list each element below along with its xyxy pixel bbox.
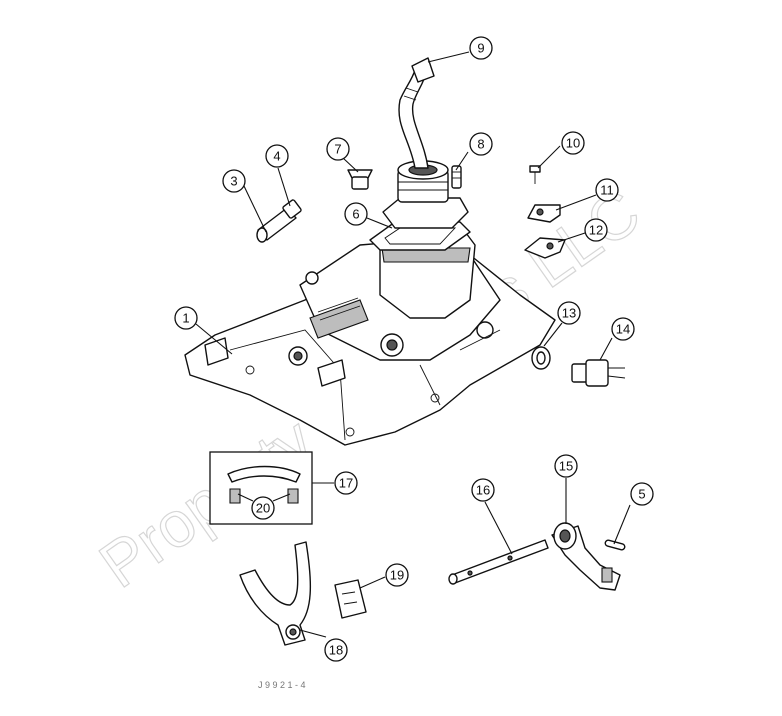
callout-9-label: 9 xyxy=(477,41,484,56)
callout-19-label: 19 xyxy=(390,568,404,583)
part-16-shift-rail xyxy=(448,539,549,585)
part-3-4-pin-assembly xyxy=(256,199,302,243)
callout-12-label: 12 xyxy=(589,223,603,238)
callout-7: 7 xyxy=(326,137,350,161)
callout-13-label: 13 xyxy=(562,306,576,321)
leader-lines xyxy=(195,51,631,638)
part-8-shifter-base xyxy=(382,160,469,229)
part-9-shift-lever xyxy=(398,57,435,169)
part-5-roll-pin xyxy=(604,539,626,551)
part-18-shift-fork xyxy=(239,541,312,646)
callout-6: 6 xyxy=(344,202,368,226)
part-19-pads xyxy=(334,579,367,619)
callout-14-label: 14 xyxy=(616,322,630,337)
part-12-clip xyxy=(524,237,566,259)
callout-5-label: 5 xyxy=(638,487,645,502)
callout-15-label: 15 xyxy=(559,459,573,474)
callout-4: 4 xyxy=(265,144,289,168)
part-10-bolt xyxy=(529,165,541,184)
part-11-bracket xyxy=(527,204,561,223)
callout-3-label: 3 xyxy=(230,174,237,189)
callout-11: 11 xyxy=(595,178,619,202)
callout-4-label: 4 xyxy=(273,149,280,164)
callout-20-label: 20 xyxy=(256,501,270,516)
part-7-bushing xyxy=(347,169,373,190)
callout-1: 1 xyxy=(174,306,198,330)
part-15-shift-lug xyxy=(551,522,621,591)
callout-6-label: 6 xyxy=(352,207,359,222)
callout-14: 14 xyxy=(611,317,635,341)
callout-19: 19 xyxy=(385,563,409,587)
callout-17: 17 xyxy=(334,471,358,495)
callout-10: 10 xyxy=(561,131,585,155)
part-14-sensor-switch xyxy=(571,359,626,387)
callout-18: 18 xyxy=(324,638,348,662)
callout-18-label: 18 xyxy=(329,643,343,658)
part-13-washer xyxy=(531,346,551,370)
callout-16-label: 16 xyxy=(476,483,490,498)
part-1-shift-cover-housing xyxy=(184,224,556,446)
callout-17-label: 17 xyxy=(339,476,353,491)
callout-3: 3 xyxy=(222,169,246,193)
callout-5: 5 xyxy=(630,482,654,506)
callout-1-label: 1 xyxy=(182,311,189,326)
callout-7-label: 7 xyxy=(334,142,341,157)
callout-13: 13 xyxy=(557,301,581,325)
callout-15: 15 xyxy=(554,454,578,478)
callout-11-label: 11 xyxy=(600,183,614,198)
callout-8-label: 8 xyxy=(477,137,484,152)
callout-16: 16 xyxy=(471,478,495,502)
callout-20: 20 xyxy=(251,496,275,520)
callout-10-label: 10 xyxy=(566,136,580,151)
callout-12: 12 xyxy=(584,218,608,242)
footer-reference: J 9 9 2 1 - 4 xyxy=(258,680,306,690)
callout-8: 8 xyxy=(469,132,493,156)
callout-9: 9 xyxy=(469,36,493,60)
